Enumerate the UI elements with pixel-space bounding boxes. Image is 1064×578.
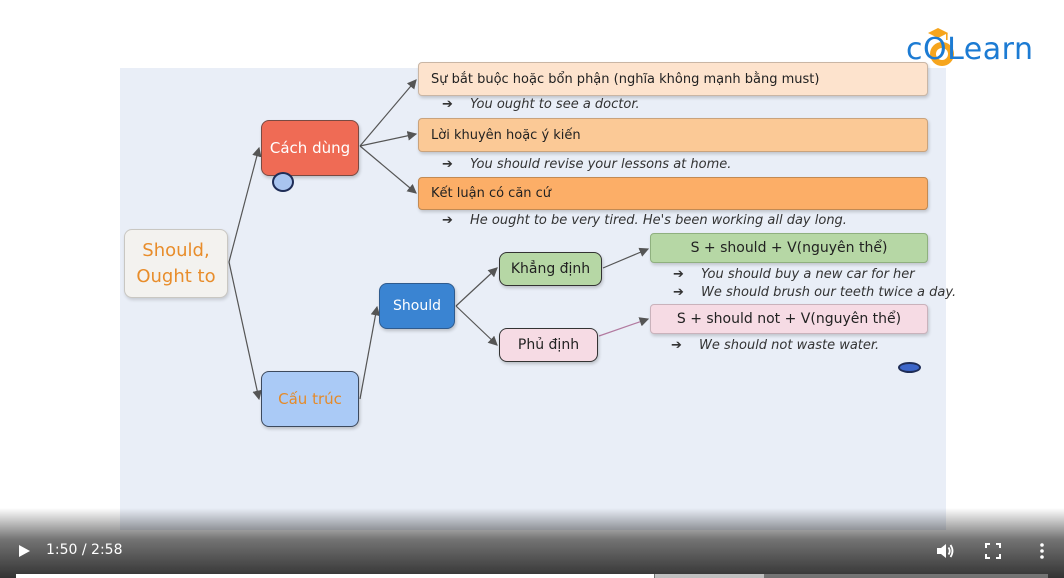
- buffered-range: [654, 574, 765, 578]
- usage-advice-box: Lời khuyên hoặc ý kiến: [418, 118, 928, 152]
- connector-should-phu: [455, 305, 498, 346]
- usage-obligation-example: You ought to see a doctor.: [470, 97, 640, 112]
- affirmative-example: You should buy a new car for her: [701, 267, 915, 282]
- should-node: Should: [379, 283, 455, 329]
- connector-cautruc-should: [359, 305, 381, 400]
- pointer-marker: [272, 172, 294, 192]
- play-icon[interactable]: [16, 543, 32, 559]
- colearn-logo: cOLearn: [906, 28, 1046, 72]
- root-node: Should, Ought to: [124, 229, 228, 298]
- connector-root-cachdung: [228, 146, 262, 263]
- fullscreen-icon[interactable]: [985, 543, 1001, 559]
- usage-conclusion-example: He ought to be very tired. He's been wor…: [470, 213, 847, 228]
- usage-conclusion-box: Kết luận có căn cứ: [418, 177, 928, 210]
- negative-example: We should not waste water.: [699, 338, 880, 353]
- arrow-glyph: ➔: [442, 213, 453, 228]
- arrow-glyph: ➔: [442, 97, 453, 112]
- connector-cachdung-use2: [359, 131, 418, 147]
- graduation-cap-icon: [928, 28, 948, 40]
- logo-text: cOLearn: [906, 32, 1034, 67]
- affirmative-node: Khẳng định: [499, 252, 602, 286]
- connector-cachdung-use3: [359, 145, 417, 194]
- negative-formula-box: S + should not + V(nguyên thể): [650, 304, 928, 334]
- structure-node: Cấu trúc: [261, 371, 359, 427]
- connector-khang-formula: [602, 247, 650, 269]
- connector-root-cautruc: [228, 261, 262, 401]
- logo-ring-mark: [930, 42, 954, 66]
- arrow-glyph: ➔: [442, 157, 453, 172]
- connector-phu-formula: [598, 317, 650, 337]
- progress-bar[interactable]: [16, 574, 1048, 578]
- player-controls: 1:50 / 2:58: [0, 508, 1064, 578]
- volume-icon[interactable]: [935, 542, 955, 560]
- usage-node: Cách dùng: [261, 120, 359, 176]
- affirmative-formula-box: S + should + V(nguyên thể): [650, 233, 928, 263]
- negative-node: Phủ định: [499, 328, 598, 362]
- affirmative-example: We should brush our teeth twice a day.: [701, 285, 957, 300]
- pointer-marker: [898, 362, 921, 373]
- more-vertical-icon[interactable]: [1034, 542, 1050, 560]
- usage-obligation-box: Sự bắt buộc hoặc bổn phận (nghĩa không m…: [418, 62, 928, 96]
- arrow-glyph: ➔: [673, 267, 684, 282]
- time-display: 1:50 / 2:58: [46, 542, 123, 558]
- arrow-glyph: ➔: [671, 338, 682, 353]
- connector-should-khang: [455, 267, 498, 307]
- connector-cachdung-use1: [359, 79, 417, 147]
- played-range: [16, 574, 654, 578]
- arrow-glyph: ➔: [673, 285, 684, 300]
- usage-advice-example: You should revise your lessons at home.: [470, 157, 732, 172]
